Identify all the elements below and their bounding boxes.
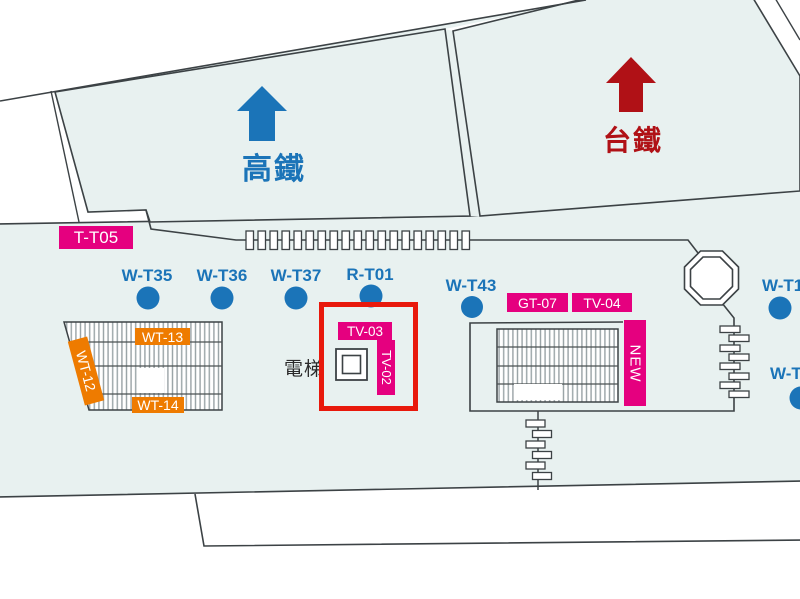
spot-label-w-t37[interactable]: W-T37 xyxy=(270,266,322,285)
spot-label-w-t1[interactable]: W-T1 xyxy=(762,276,800,295)
spot-dot-w-t37[interactable] xyxy=(284,286,308,310)
faregate-line xyxy=(145,209,699,254)
spot-dot-r-t01[interactable] xyxy=(359,284,383,308)
spot-chip-wt14[interactable]: WT-14 xyxy=(132,397,184,413)
spot-dot-w-t[interactable] xyxy=(789,386,800,410)
spot-dot-w-t1[interactable] xyxy=(768,296,792,320)
spot-chip-gt07[interactable]: GT-07 xyxy=(507,293,568,312)
spot-label-r-t01[interactable]: R-T01 xyxy=(346,265,394,284)
lower-level-edge xyxy=(194,493,800,547)
spot-dots xyxy=(136,284,800,410)
spot-dot-w-t36[interactable] xyxy=(210,286,234,310)
spot-label-w-t[interactable]: W-T xyxy=(770,364,800,383)
right-stair-bank xyxy=(496,328,619,403)
tra-arrow-icon xyxy=(606,57,656,112)
highlight-box xyxy=(319,302,418,411)
spot-label-w-t43[interactable]: W-T43 xyxy=(445,276,497,295)
right-stair-boundary xyxy=(469,302,735,412)
faregate-row xyxy=(245,230,471,251)
spot-label-w-t35[interactable]: W-T35 xyxy=(121,266,173,285)
tra-outer-edge xyxy=(775,0,800,41)
spot-label-w-t36[interactable]: W-T36 xyxy=(196,266,248,285)
elevator-label: 電梯 xyxy=(284,359,325,380)
tra-platform-label: 台鐵 xyxy=(602,125,663,156)
platform-gap-strip xyxy=(445,29,480,216)
wall-line xyxy=(0,0,587,102)
elevator-icon xyxy=(335,348,368,381)
spot-dot-w-t35[interactable] xyxy=(136,286,160,310)
hsr-arrow-icon xyxy=(237,86,287,141)
spot-chip-tv04[interactable]: TV-04 xyxy=(572,293,632,312)
spot-dot-w-t43[interactable] xyxy=(461,296,483,318)
center-stairs-ladder xyxy=(525,419,553,481)
new-badge[interactable]: NEW xyxy=(626,344,644,382)
hsr-platform-label: 高鐵 xyxy=(242,153,306,186)
spot-chip-wt13[interactable]: WT-13 xyxy=(135,328,190,345)
hsr-outer-edge xyxy=(50,90,80,223)
octagon-structure xyxy=(683,250,740,306)
spot-chip-t-t05[interactable]: T-T05 xyxy=(59,226,133,249)
right-stairs-ladder xyxy=(719,325,750,399)
spot-chip-tv03[interactable]: TV-03 xyxy=(338,322,392,340)
